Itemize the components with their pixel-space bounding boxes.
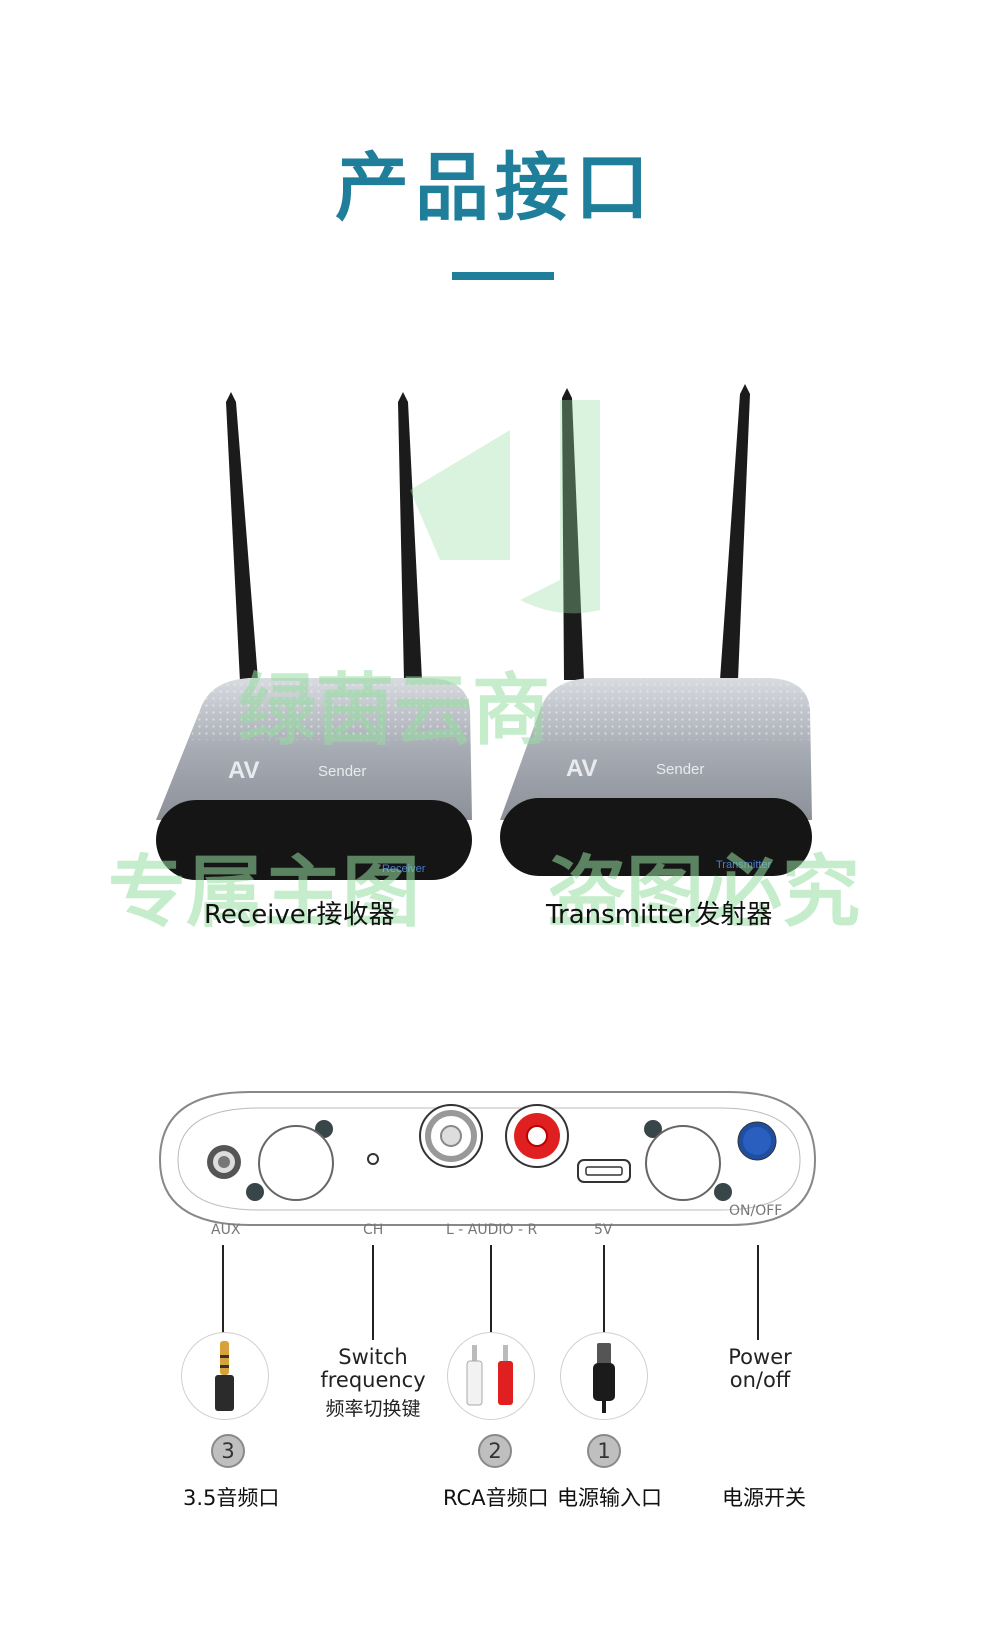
callout-line-aux: [222, 1245, 224, 1333]
receiver-device: AV Sender Receiver: [156, 678, 472, 880]
port-label-audio: L - AUDIO - R: [446, 1222, 538, 1238]
receiver-antenna-left: [226, 392, 258, 682]
page-title: 产品接口: [335, 145, 655, 231]
callout-line-power: [757, 1245, 759, 1340]
receiver-brand: AV: [228, 757, 260, 784]
switch-frequency-cn: 频率切换键: [325, 1398, 421, 1420]
port-label-5v: 5V: [594, 1222, 613, 1238]
power-button-icon: [737, 1121, 777, 1161]
rca-plug-icon: [447, 1332, 535, 1420]
transmitter-antenna-right: [720, 384, 750, 680]
antenna-connector-left: [258, 1125, 334, 1201]
watermark-right-text: 盗图必究: [548, 848, 861, 938]
port-label-ch: CH: [363, 1222, 384, 1238]
callout-number-2: 2: [478, 1434, 512, 1468]
rca-red-jack-icon: [505, 1104, 569, 1168]
port-label-aux: AUX: [211, 1222, 241, 1238]
label-aux-audio: 3.5音频口: [183, 1486, 280, 1510]
watermark-top-text: 绿茵云商: [238, 666, 551, 756]
transmitter-front-label: Transmitter: [716, 859, 772, 871]
receiver-caption: Receiver接收器: [204, 900, 395, 930]
title-underline: [452, 272, 554, 280]
transmitter-device: AV Sender Transmitter: [500, 678, 812, 876]
back-panel: [158, 1091, 817, 1226]
receiver-front-label: Receiver: [382, 863, 426, 875]
screw: [714, 1183, 732, 1201]
transmitter-caption: Transmitter发射器: [546, 900, 773, 930]
label-power-input: 电源输入口: [557, 1486, 662, 1510]
watermark-left-text: 专属主图: [108, 848, 421, 938]
rca-white-jack-icon: [419, 1104, 483, 1168]
receiver-antenna-right: [398, 392, 422, 680]
receiver-brand-sub: Sender: [318, 763, 366, 780]
transmitter-brand-sub: Sender: [656, 761, 704, 778]
callout-line-ch: [372, 1245, 374, 1340]
devices-illustration: AV Sender Receiver AV Sender Transmitter: [156, 384, 812, 880]
watermark-logo: [410, 430, 510, 560]
aux-jack-icon: [207, 1145, 241, 1179]
usb-plug-icon: [560, 1332, 648, 1420]
callout-number-3: 3: [211, 1434, 245, 1468]
antenna-connector-right: [645, 1125, 721, 1201]
aux-plug-icon: [181, 1332, 269, 1420]
ch-button-icon: [367, 1153, 379, 1165]
switch-frequency-desc: Switch frequency 频率切换键: [298, 1346, 448, 1421]
power-onoff-desc: Power on/off: [728, 1345, 792, 1392]
port-label-onoff: ON/OFF: [729, 1203, 783, 1219]
label-rca-audio: RCA音频口: [443, 1486, 549, 1510]
callout-line-rca: [490, 1245, 492, 1333]
transmitter-brand: AV: [566, 755, 598, 782]
callout-number-1: 1: [587, 1434, 621, 1468]
screw: [644, 1120, 662, 1138]
screw: [246, 1183, 264, 1201]
callout-line-5v: [603, 1245, 605, 1333]
transmitter-antenna-left: [562, 388, 584, 680]
label-power-switch: 电源开关: [722, 1486, 806, 1510]
